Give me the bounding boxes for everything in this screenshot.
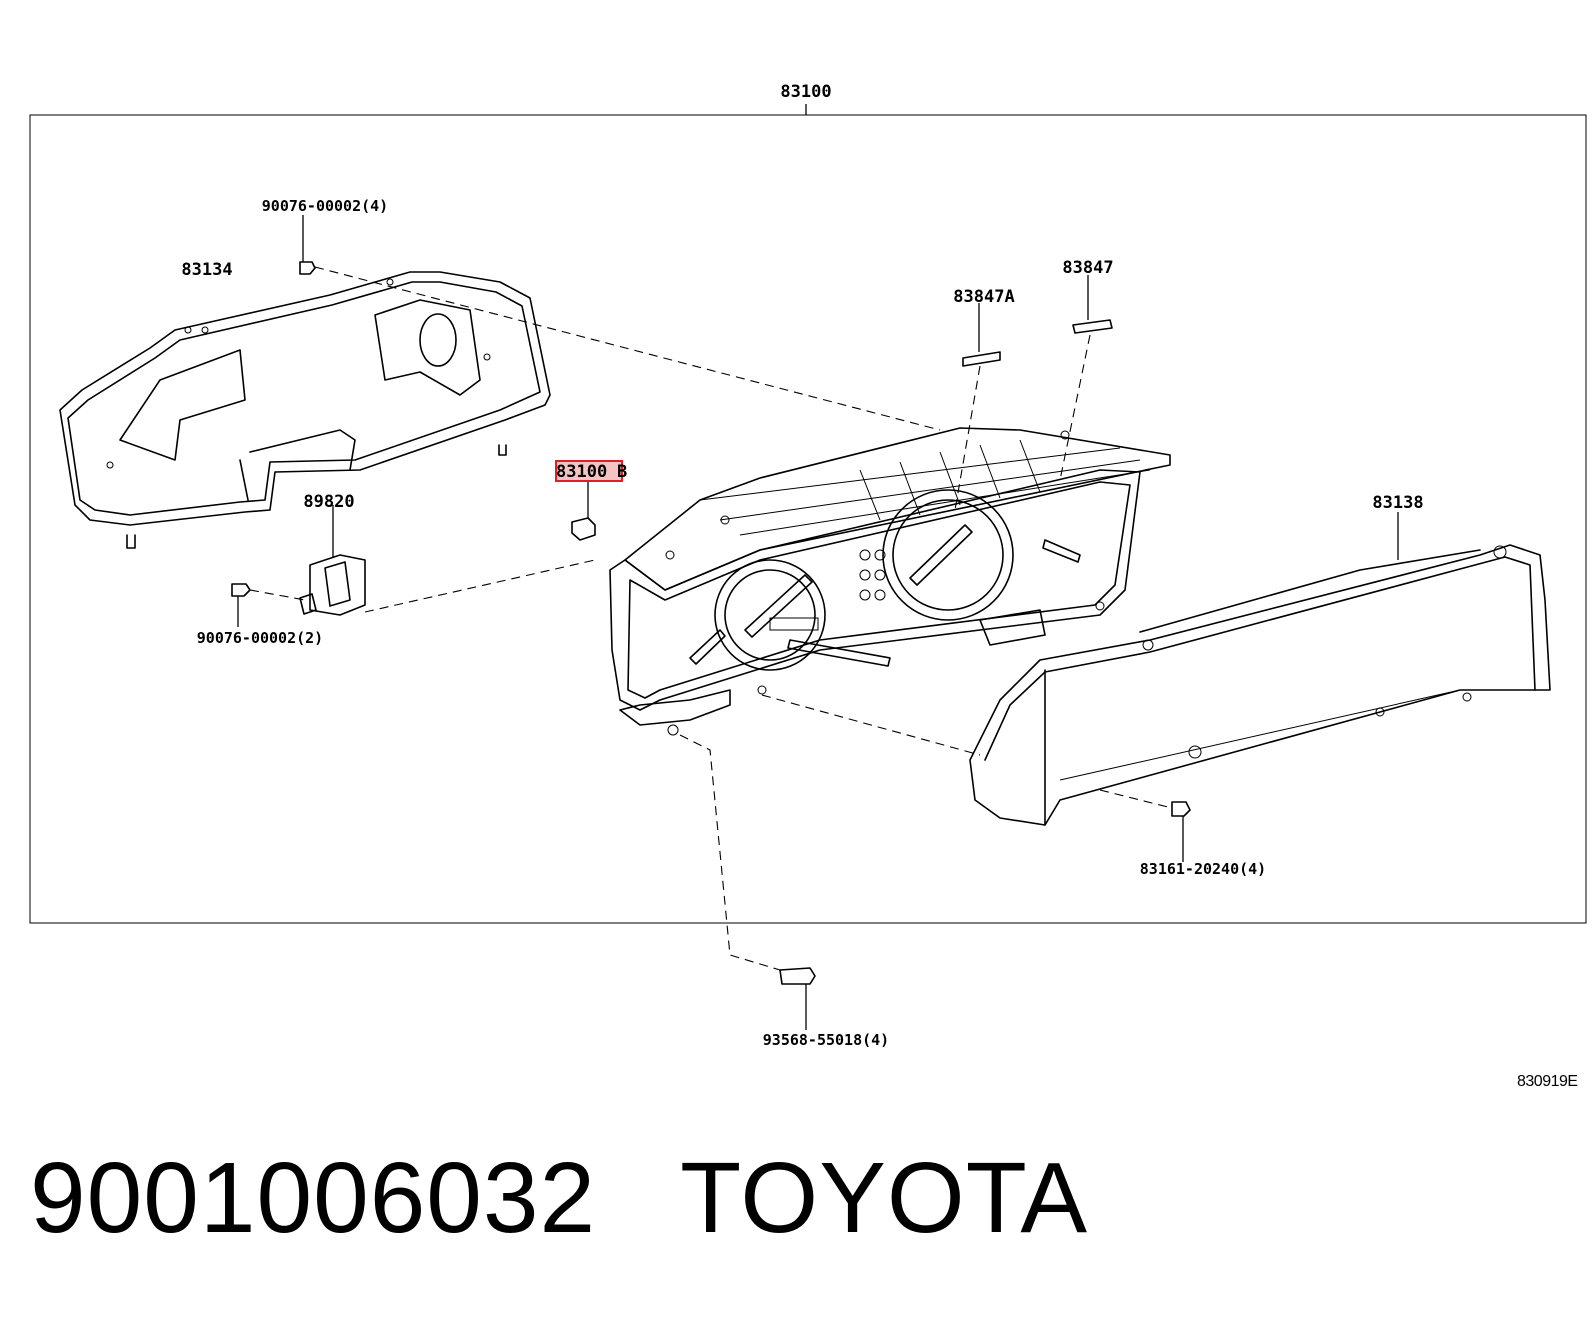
plates-drawing [962,275,1113,367]
screw-right-drawing [1171,801,1191,862]
label-assembly: 83100 [780,82,831,102]
label-highlighted-part: 83100 [556,462,607,482]
brand-name: TOYOTA [680,1142,1089,1254]
highlighted-part-drawing [571,480,596,541]
meter-cover-drawing [59,271,551,549]
part-number: 9001006032 [30,1142,597,1254]
label-screw-bottom: 93568-55018(4) [763,1031,889,1049]
screw-left-drawing [231,583,251,627]
glass-cover-drawing [969,512,1551,826]
label-screw-left: 90076-00002(2) [197,629,323,647]
label-highlighted-suffix: B [617,462,627,482]
parts-diagram: 83100 90076-00002(4) 83134 83847A 83847 … [29,82,1587,1049]
combination-meter-drawing [609,427,1171,736]
label-screw-top: 90076-00002(4) [262,197,388,215]
label-meter-cover: 83134 [181,260,232,280]
label-plate-b: 83847 [1062,258,1113,278]
bulb-socket-drawing [299,505,366,616]
label-bulb-socket: 89820 [303,492,354,512]
highlight-box [555,460,623,482]
screw-bottom-drawing [779,967,816,1030]
label-glass-cover: 83138 [1372,493,1423,513]
label-screw-right: 83161-20240(4) [1140,860,1266,878]
label-plate-a: 83847A [953,287,1014,307]
assembly-frame [29,114,1587,924]
diagram-code: 830919E [1517,1073,1578,1090]
screw-top-drawing [299,215,316,275]
